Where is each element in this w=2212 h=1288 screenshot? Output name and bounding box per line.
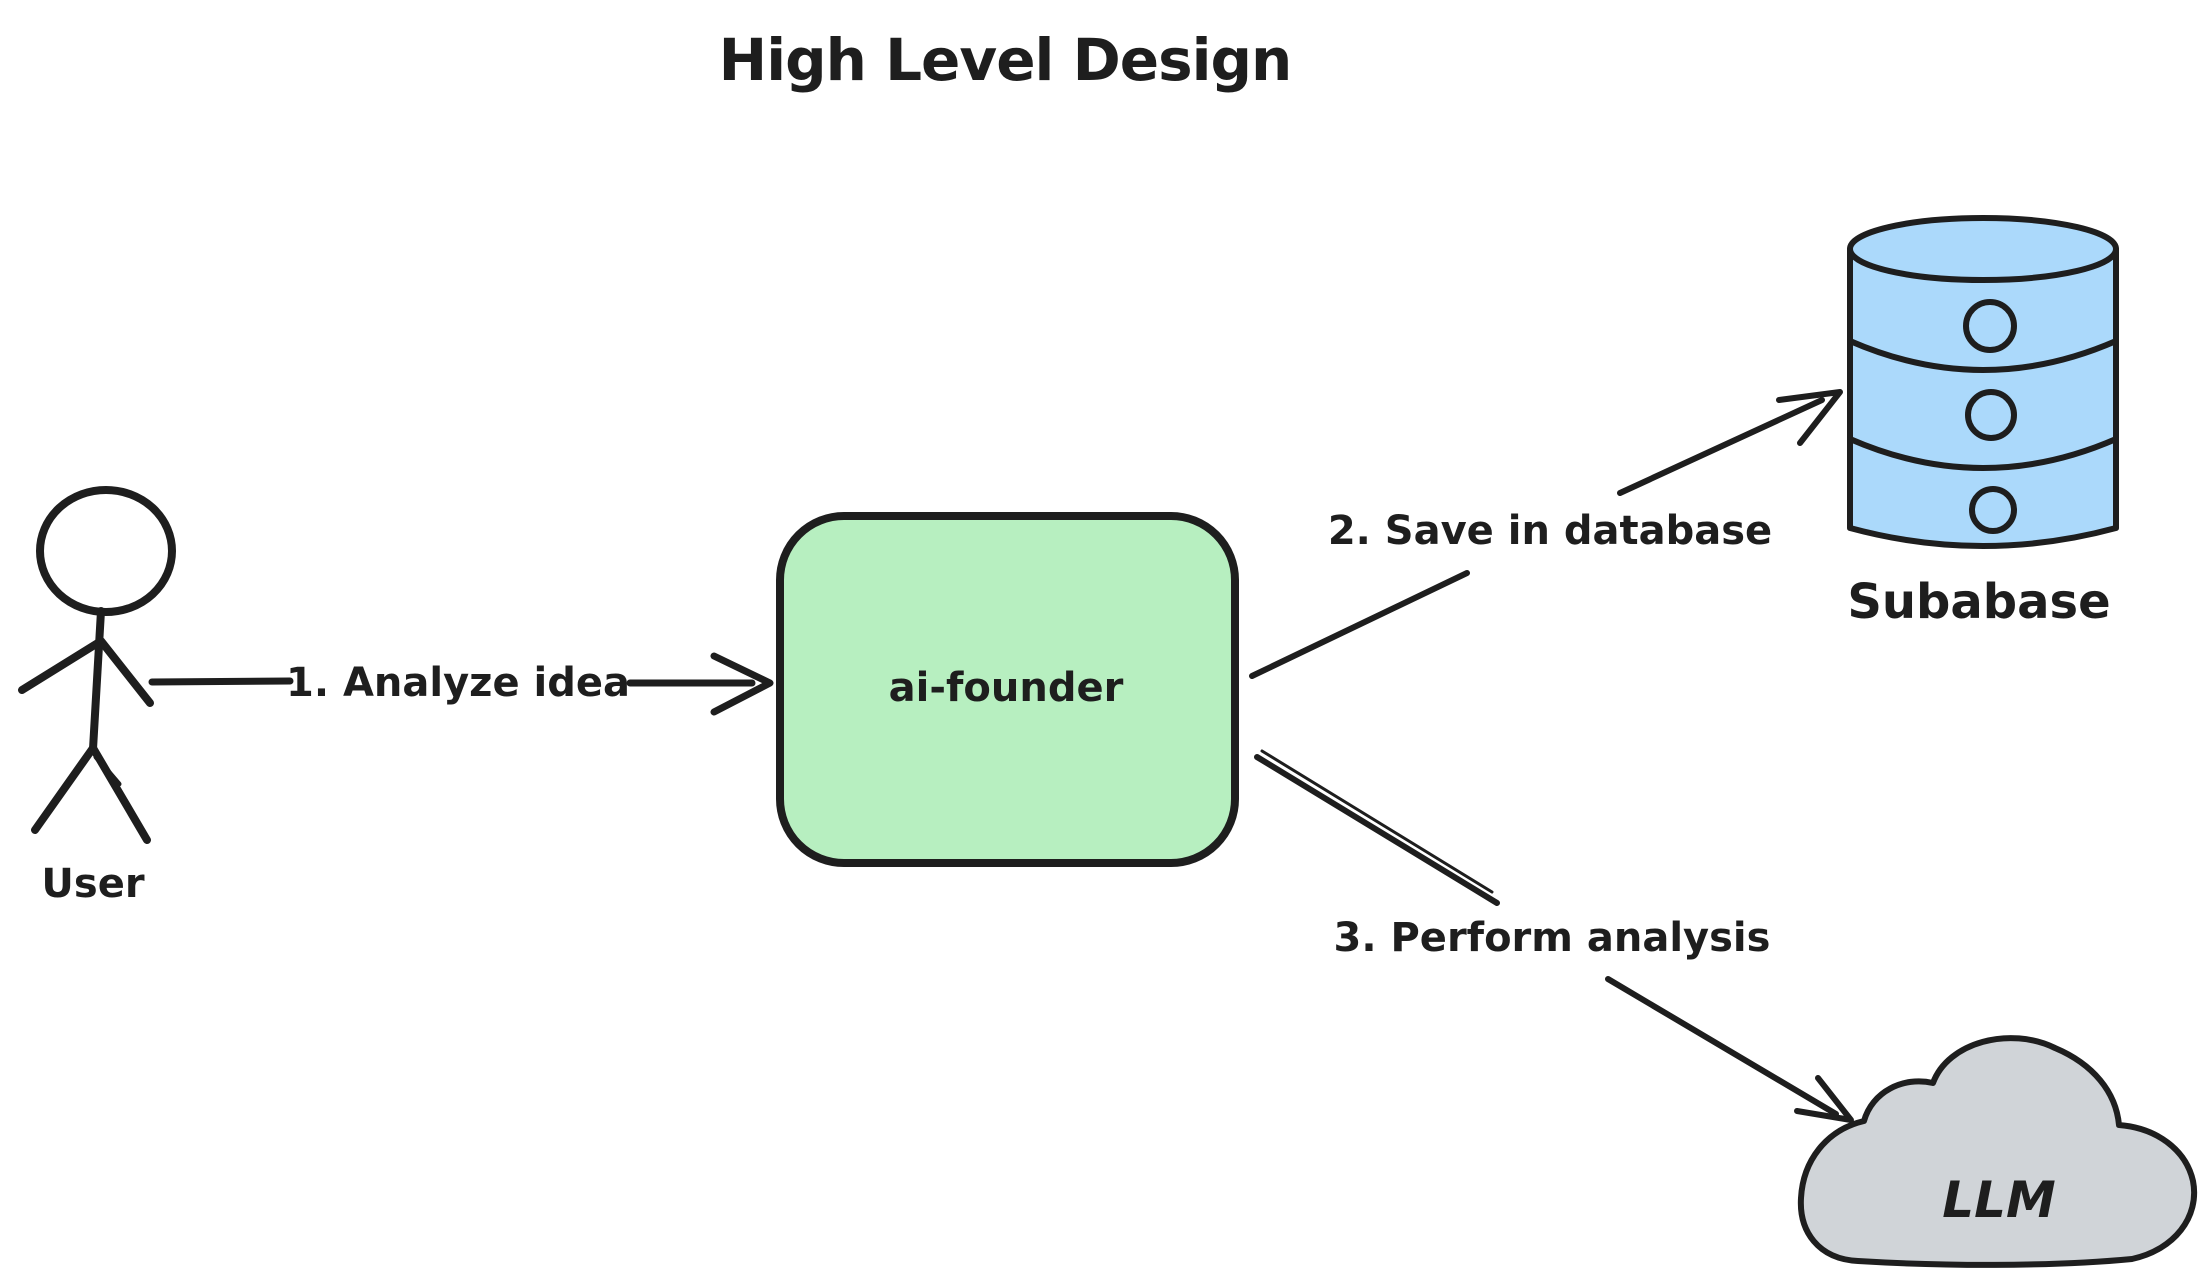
ai-founder-box bbox=[776, 512, 1239, 867]
edge3-line-sketch-stroke bbox=[1260, 749, 1494, 894]
edge2-line-end bbox=[1617, 397, 1825, 496]
edge3-line-end bbox=[1605, 976, 1839, 1117]
edge3-arrowhead-icon bbox=[1794, 1075, 1854, 1123]
database-cylinder-top bbox=[1847, 215, 2119, 283]
user-arms bbox=[18, 637, 154, 707]
edge3-line-start bbox=[1254, 754, 1500, 906]
ai-founder-label: ai-founder bbox=[888, 665, 1124, 711]
user-leg-sketch-stroke bbox=[93, 754, 122, 787]
edge2-line-start bbox=[1249, 570, 1470, 679]
edge2-arrowhead-icon bbox=[1776, 389, 1843, 446]
edge1-line-start bbox=[148, 677, 294, 686]
edge-save-in-database-label: 2. Save in database bbox=[1327, 508, 1773, 554]
ai-founder-node bbox=[776, 512, 1239, 867]
database-band-1 bbox=[1847, 338, 2119, 373]
database-dot-3 bbox=[1969, 486, 2017, 534]
llm-node bbox=[1797, 1035, 2198, 1268]
database-dot-1 bbox=[1963, 299, 2017, 353]
database-node bbox=[1847, 215, 2119, 549]
edge-save-in-database-arrow bbox=[1249, 389, 1843, 679]
llm-cloud-shape bbox=[1797, 1035, 2198, 1268]
edge1-arrowhead-icon bbox=[710, 652, 774, 716]
edge-perform-analysis-label: 3. Perform analysis bbox=[1333, 915, 1771, 961]
database-label: Subabase bbox=[1847, 574, 2111, 630]
database-band-2 bbox=[1847, 436, 2119, 471]
user-figure bbox=[18, 486, 176, 844]
edge-analyze-idea-arrow bbox=[148, 652, 774, 716]
user-head bbox=[36, 486, 176, 616]
llm-label: LLM bbox=[1942, 1171, 2056, 1229]
page-title: High Level Design bbox=[718, 26, 1293, 94]
edge-perform-analysis-arrow bbox=[1254, 749, 1854, 1123]
user-legs bbox=[31, 744, 151, 844]
database-cylinder-body bbox=[1847, 246, 2119, 549]
user-label: User bbox=[41, 861, 145, 907]
user-body bbox=[89, 607, 105, 753]
database-dot-2 bbox=[1965, 389, 2017, 441]
edge-analyze-idea-label: 1. Analyze idea bbox=[286, 660, 630, 706]
